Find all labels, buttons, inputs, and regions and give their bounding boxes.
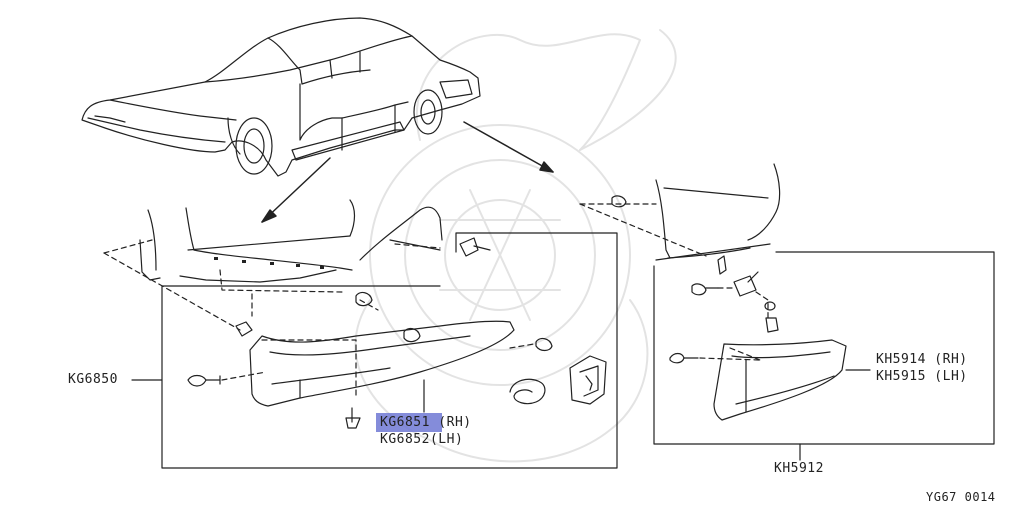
rear-moulding-panel xyxy=(713,339,871,421)
label-kh5914[interactable]: KH5914 (RH) xyxy=(876,352,968,367)
fasteners-right xyxy=(669,271,779,364)
label-kh5912[interactable]: KH5912 xyxy=(774,461,824,476)
sill-seal xyxy=(509,378,546,405)
label-kg6852[interactable]: KG6852(LH) xyxy=(380,432,464,447)
left-detail-box xyxy=(131,232,618,469)
detail-arrows xyxy=(261,121,554,223)
label-kg6851[interactable]: KG6851 (RH) xyxy=(380,415,472,430)
part-highlight xyxy=(376,413,442,432)
rear-quarter-section xyxy=(579,163,781,275)
right-detail-box xyxy=(653,251,995,461)
label-kg6850[interactable]: KG6850 xyxy=(68,372,118,387)
watermark-emblem xyxy=(354,29,677,463)
sill-bracket xyxy=(569,355,607,405)
side-sill-panel xyxy=(249,320,515,413)
car-illustration xyxy=(81,17,481,177)
figure-code: YG67 0014 xyxy=(926,490,996,504)
left-sill-section xyxy=(103,199,443,331)
label-kh5915[interactable]: KH5915 (LH) xyxy=(876,369,968,384)
fasteners-left xyxy=(187,237,553,429)
